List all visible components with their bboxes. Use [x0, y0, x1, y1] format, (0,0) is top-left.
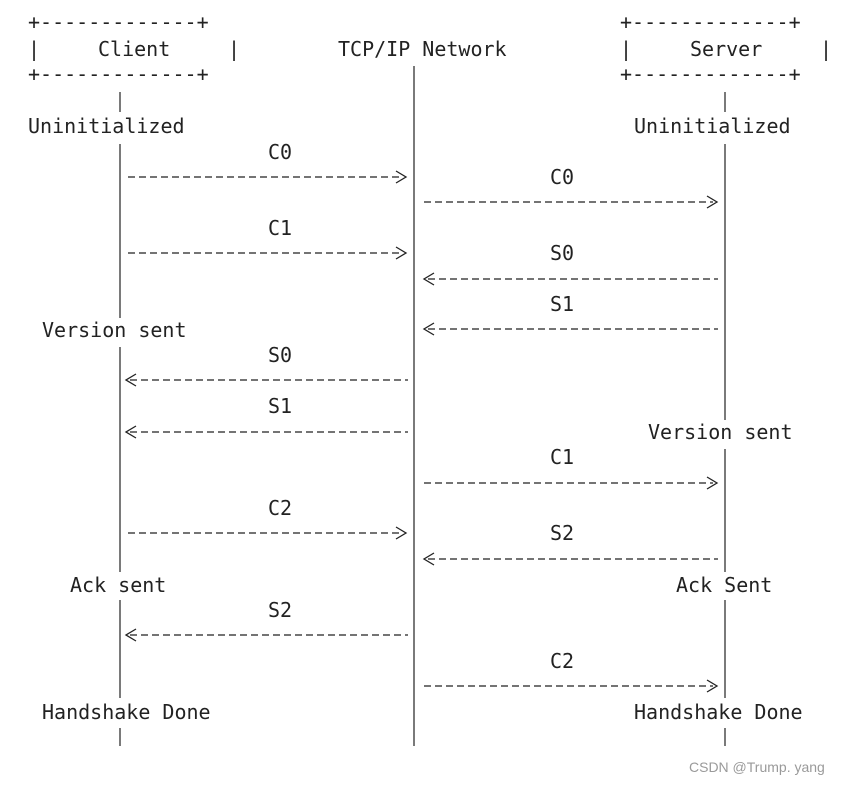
- msg-label-server-c2: C2: [550, 649, 574, 673]
- client-box-right: |: [228, 37, 240, 61]
- arrowhead-network-server-c2: [706, 679, 719, 693]
- msg-label-client-c1: C1: [268, 216, 292, 240]
- server-box-bottom: +-------------+: [620, 62, 801, 86]
- arrowhead-network-client-s0: [124, 373, 137, 387]
- arrowhead-client-network-c1: [395, 246, 408, 260]
- arrows: [124, 170, 719, 693]
- server-title: Server: [690, 37, 762, 61]
- msg-label-server-s0: S0: [550, 241, 574, 265]
- client-box: +-------------+ | | +-------------+ Clie…: [28, 10, 240, 86]
- client-box-bottom: +-------------+: [28, 62, 209, 86]
- msg-label-server-c0: C0: [550, 165, 574, 189]
- client-state-version-sent: Version sent: [42, 318, 187, 342]
- server-box-left: |: [620, 37, 632, 61]
- arrowhead-client-network-c2: [395, 526, 408, 540]
- msg-label-client-c0: C0: [268, 140, 292, 164]
- client-box-top: +-------------+: [28, 10, 209, 34]
- server-box-top: +-------------+: [620, 10, 801, 34]
- msg-label-server-s2: S2: [550, 521, 574, 545]
- arrowhead-network-server-c1: [706, 476, 719, 490]
- arrowhead-network-client-s1: [124, 425, 137, 439]
- server-state-handshake-done: Handshake Done: [634, 700, 803, 724]
- server-state-uninitialized: Uninitialized: [634, 114, 791, 138]
- arrowhead-network-client-s2: [124, 628, 137, 642]
- arrowhead-server-network-s1: [422, 322, 435, 336]
- client-state-ack-sent: Ack sent: [70, 573, 166, 597]
- server-state-version-sent: Version sent: [648, 420, 793, 444]
- msg-label-client-s2: S2: [268, 598, 292, 622]
- client-box-left: |: [28, 37, 40, 61]
- arrowhead-network-server-c0: [706, 195, 719, 209]
- client-state-handshake-done: Handshake Done: [42, 700, 211, 724]
- msg-label-client-s0: S0: [268, 343, 292, 367]
- arrowhead-server-network-s2: [422, 552, 435, 566]
- arrowhead-server-network-s0: [422, 272, 435, 286]
- client-title: Client: [98, 37, 170, 61]
- arrowhead-client-network-c0: [395, 170, 408, 184]
- msg-label-client-s1: S1: [268, 394, 292, 418]
- server-state-ack-sent: Ack Sent: [676, 573, 772, 597]
- watermark: CSDN @Trump. yang: [689, 759, 825, 775]
- network-title: TCP/IP Network: [338, 37, 507, 61]
- msg-label-server-c1: C1: [550, 445, 574, 469]
- client-state-uninitialized: Uninitialized: [28, 114, 185, 138]
- server-box-right: |: [820, 37, 832, 61]
- msg-label-client-c2: C2: [268, 496, 292, 520]
- lifelines: [119, 66, 726, 746]
- server-box: +-------------+ | | +-------------+ Serv…: [620, 10, 832, 86]
- msg-label-server-s1: S1: [550, 292, 574, 316]
